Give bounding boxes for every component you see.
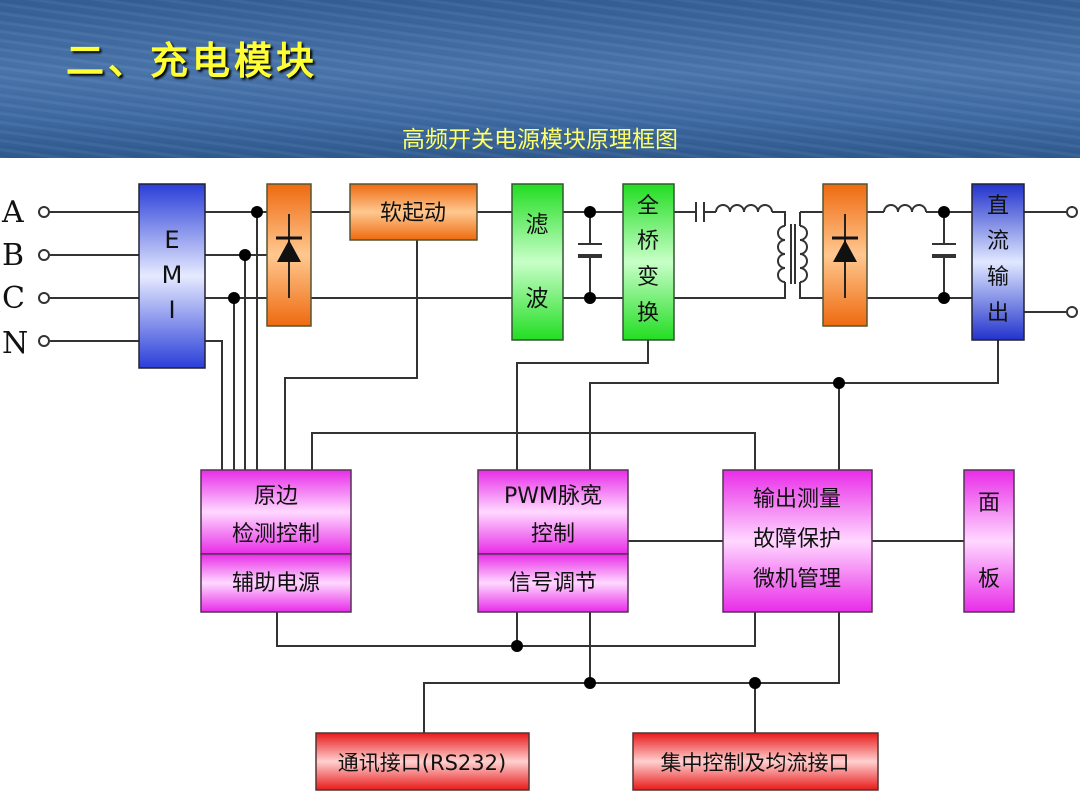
full-bridge-label-4: 换 [637,301,659,326]
output-rectifier-block [822,183,868,327]
full-bridge-label-2: 桥 [637,229,659,254]
input-rectifier-block [266,183,312,327]
emi-label-i: I [168,296,175,324]
pwm-block: PWM脉宽 控制 [477,469,629,555]
dc-output-label-3: 输 [987,265,1009,290]
dc-output-block: 直 流 输 出 [971,183,1025,341]
primary-detect-label-1: 原边 [254,484,298,509]
terminals [38,206,1078,347]
pwm-label-2: 控制 [531,522,575,547]
signal-adjust-label: 信号调节 [509,571,597,596]
filter-label-1: 滤 [526,212,549,238]
panel-label-1: 面 [978,491,1000,516]
filter-block: 滤 波 [511,183,564,341]
comm-interface-label: 通讯接口(RS232) [338,751,506,775]
primary-detect-block: 原边 检测控制 [200,469,352,555]
dc-output-label-2: 流 [987,229,1009,254]
output-measure-label-2: 故障保护 [753,527,841,552]
filter-label-2: 波 [526,286,549,312]
primary-detect-label-2: 检测控制 [232,522,320,547]
input-label-n: N [2,326,28,361]
block-diagram: A B C N E M I 软起动 [1,183,1078,791]
diagram-canvas: A B C N E M I 软起动 [0,158,1080,810]
full-bridge-label-3: 变 [637,265,659,290]
output-diode-icon [833,240,857,262]
panel-block: 面 板 [963,469,1015,613]
soft-start-block: 软起动 [349,183,478,241]
panel-label-2: 板 [978,567,1000,592]
full-bridge-label-1: 全 [637,194,659,219]
aux-power-label: 辅助电源 [232,571,320,596]
junction-dots [228,206,950,689]
slide-header [0,0,1080,160]
central-control-block: 集中控制及均流接口 [632,732,879,791]
rectifier-diode-icon [277,240,301,262]
output-measure-block: 输出测量 故障保护 微机管理 [722,469,873,613]
input-label-c: C [2,281,25,316]
full-bridge-block: 全 桥 变 换 [622,183,675,341]
output-measure-label-1: 输出测量 [753,487,841,512]
dc-output-label-1: 直 [987,194,1009,219]
output-measure-label-3: 微机管理 [753,567,841,592]
aux-power-block: 辅助电源 [200,553,352,613]
comm-interface-block: 通讯接口(RS232) [315,732,530,791]
emi-block: E M I [138,183,206,369]
soft-start-label: 软起动 [380,201,446,226]
dc-output-label-4: 出 [987,301,1009,326]
input-labels: A B C N [1,195,28,361]
input-label-a: A [1,195,24,230]
signal-adjust-block: 信号调节 [477,553,629,613]
emi-label-e: E [164,226,179,254]
diagram-title: 高频开关电源模块原理框图 [402,127,678,153]
input-label-b: B [2,238,24,273]
emi-label-m: M [162,261,183,289]
pwm-label-1: PWM脉宽 [504,484,602,509]
central-control-label: 集中控制及均流接口 [661,751,850,775]
slide-title: 二、充电模块 [66,38,319,83]
